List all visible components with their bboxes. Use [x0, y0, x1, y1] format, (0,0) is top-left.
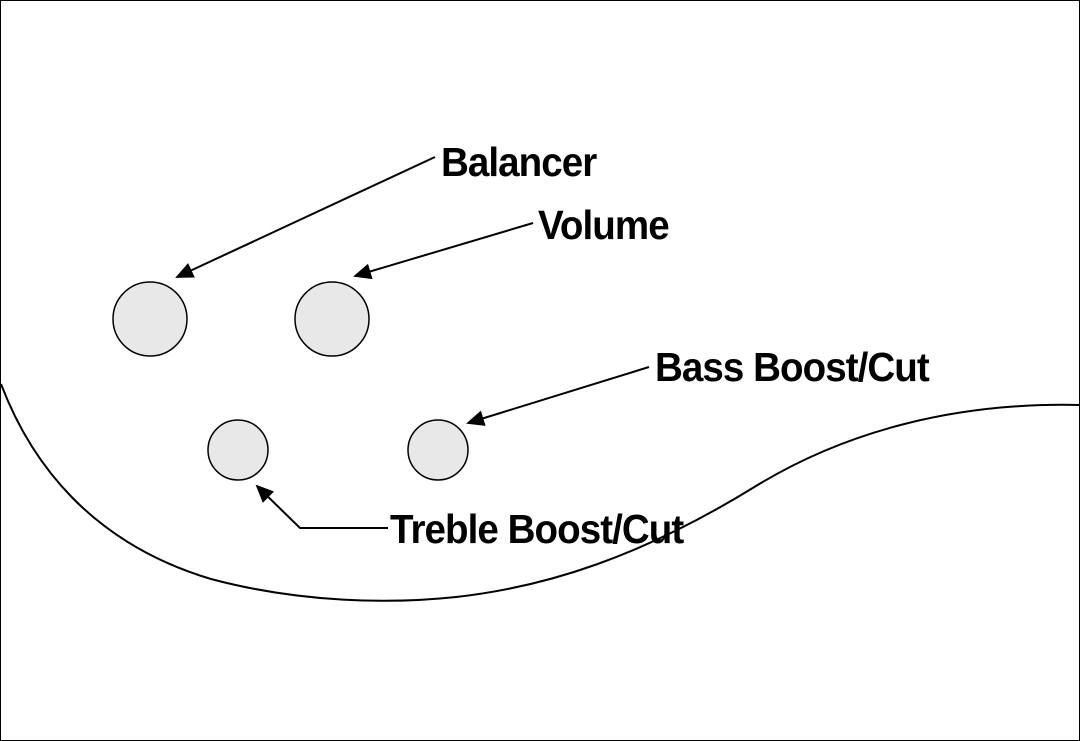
balancer-arrow — [175, 156, 436, 278]
label-treble: Treble Boost/Cut — [390, 506, 684, 552]
volume-arrow — [353, 222, 534, 280]
label-volume: Volume — [538, 202, 670, 248]
treble-knob — [207, 419, 269, 481]
treble-arrow — [255, 484, 388, 529]
bass-arrow — [466, 366, 650, 426]
balancer-knob — [112, 281, 188, 357]
instrument-body-outline — [1, 383, 1079, 602]
bass-knob — [407, 419, 469, 481]
label-bass: Bass Boost/Cut — [655, 344, 930, 390]
label-balancer: Balancer — [441, 139, 597, 185]
volume-knob — [294, 281, 370, 357]
